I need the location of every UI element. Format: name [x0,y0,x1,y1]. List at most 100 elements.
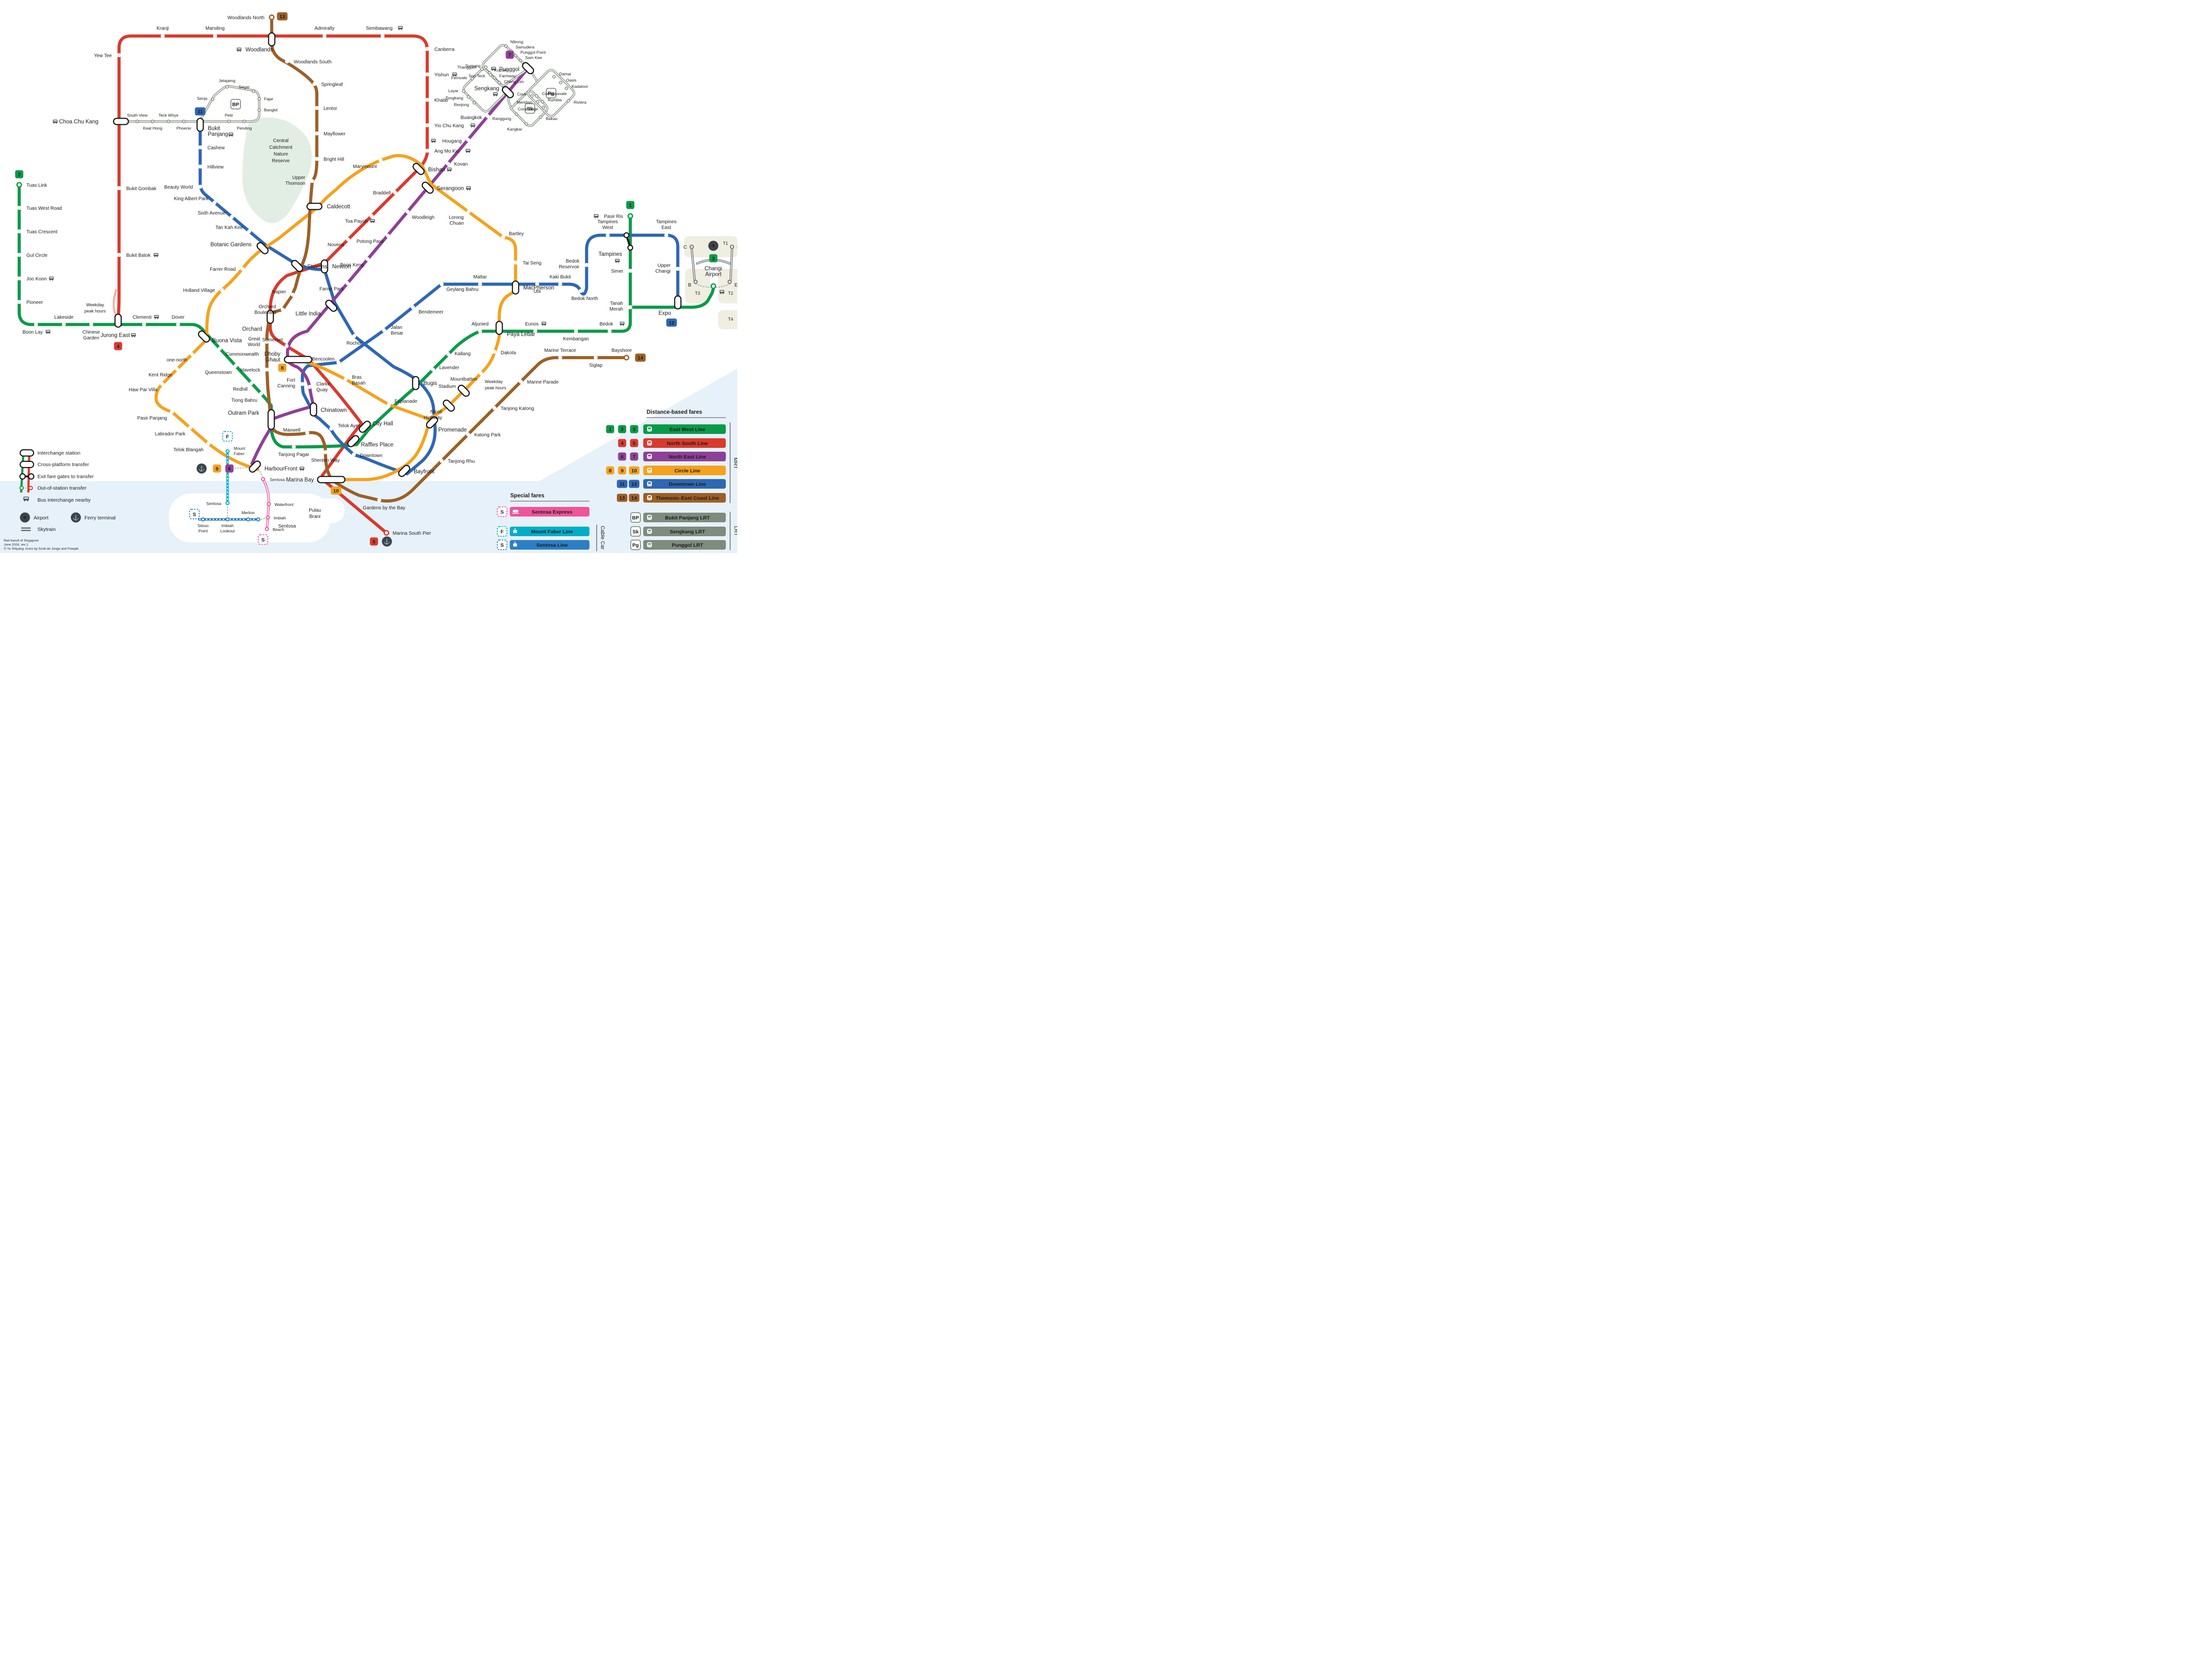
station-bangkit [257,108,261,112]
label-buangkok: Buangkok [461,115,482,120]
train-dot [649,545,651,547]
label-farmway: Farmway [499,73,517,78]
label-ang-mo-kio: Ang Mo Kio [434,149,459,154]
label-upper-changi: Upper [658,263,671,268]
station-bedok-reservoir [584,263,589,267]
label-bedok-reservoir: Reservoir [559,264,579,270]
badge-line-4: 4 [618,439,626,447]
icon-dot [28,485,33,491]
map-text-sentosa: Sentosa [278,524,296,529]
train-window [648,516,651,517]
badge-text-14: 14 [631,495,637,501]
label-tampines-west: West [602,225,613,230]
cablecar-cabin [513,543,517,547]
station-hillview [198,164,203,169]
badge-s-sblue: S [497,540,507,550]
ferry-glyph: ⚓ [72,515,79,521]
badge-text-3: 3 [633,427,636,433]
station-bakau [539,115,542,119]
skytrain-line-inner [730,248,733,280]
label-tongkang: Tongkang [445,96,463,100]
map-text-t1: T1 [723,241,728,246]
badge-text-Sk: Sk [527,106,533,112]
label-layar: Layar [448,88,458,93]
legend-item-interchange-station: Interchange station [37,450,80,456]
station-farrer-road [240,266,245,271]
label-marymount: Marymount [353,164,377,169]
label-upper-thomson: Thomson [285,181,305,186]
label-katong-park: Katong Park [474,433,501,438]
label-novena: Novena [328,242,345,248]
label-tanah-merah: Merah [610,307,623,312]
badge-line-5: 5 [370,537,378,546]
label-tampines: Tampines [599,252,622,257]
plane-icon: ✈ [708,240,719,251]
station-petir [227,120,231,123]
station-fernvale [470,77,474,81]
train-icon [647,440,652,445]
fares-chip-label-punggol-lrt: Punggol LRT [672,542,703,548]
badge-text-9: 9 [216,466,218,472]
station-jurong-east [114,313,122,328]
badge-line-11: 11 [195,107,205,116]
label-clementi: Clementi [132,315,151,320]
station-jelapeng [225,85,229,89]
label-orchard-boulevard: Boulevard [254,310,276,315]
label-bras-basah: Basah [352,381,365,386]
legend-item-cross-platform-transfer: Cross-platform transfer [37,462,89,468]
label-esplanade: Esplanade [395,399,418,404]
label-pasir-ris: Pasir Ris [604,214,623,219]
station-pioneer [17,300,22,304]
train-dot [648,430,649,431]
special-fares-title: Special fares [510,493,544,499]
label-bugis: Bugis [423,381,437,386]
train-icon [647,529,652,534]
badge-text-10: 10 [631,468,637,474]
station-esplanade [386,402,391,407]
station-lavender [431,367,435,372]
train-dot [648,532,649,533]
badge-text-3: 3 [712,256,715,262]
station-bendemeer [410,305,415,310]
map-text-brani: Brani [309,514,320,519]
label-kupang: Kupang [494,68,509,72]
line-circle-line [155,154,517,471]
bus-icon [370,219,375,223]
badge-s-pink: S [497,506,507,517]
label-tuas-link: Tuas Link [26,183,48,188]
label-potong-pasir: Potong Pasir [357,239,385,244]
cablecar-cabin [513,530,517,533]
label-ubi: Ubi [533,289,541,294]
line-sentosa-express-inner [263,479,270,529]
station-senja [211,97,215,101]
label-telok-blangah: Telok Blangah [173,447,204,453]
station-admiralty [322,34,327,38]
badge-line-9: 9 [618,466,626,475]
label-fort-canning: Canning [277,384,295,389]
airport-terminal [718,310,737,329]
icon-dot [22,451,25,455]
label-tampines-west: Tampines [598,219,618,225]
label-compassvale: Compassvale [542,91,567,96]
station-gul-circle [17,252,22,257]
special-chip-label-sentosa-express: Sentosa Express [532,509,573,515]
label-gardens-by-the-bay: Gardens by the Bay [363,505,405,511]
fares-chip-label-thomson-east-coast-line: Thomson–East Coast Line [656,495,719,501]
label-choa-chu-kang: Choa Chu Kang [59,119,98,125]
label-damai: Damai [559,72,571,76]
station-tampines-west [605,233,610,238]
label-chinese-garden: Garden [83,336,99,341]
bus-icon [49,276,54,281]
station-punggol [522,62,534,74]
label-sengkang: Sengkang [474,86,499,92]
label-pending: Pending [237,126,252,131]
train-icon [647,454,652,459]
station-tai-seng [513,260,518,265]
station-yishun [425,72,430,77]
station-bukit-gombak [117,186,121,191]
station-bukit-panjang [196,118,204,132]
label-petir: Petir [225,113,233,118]
train-dot [648,444,649,445]
